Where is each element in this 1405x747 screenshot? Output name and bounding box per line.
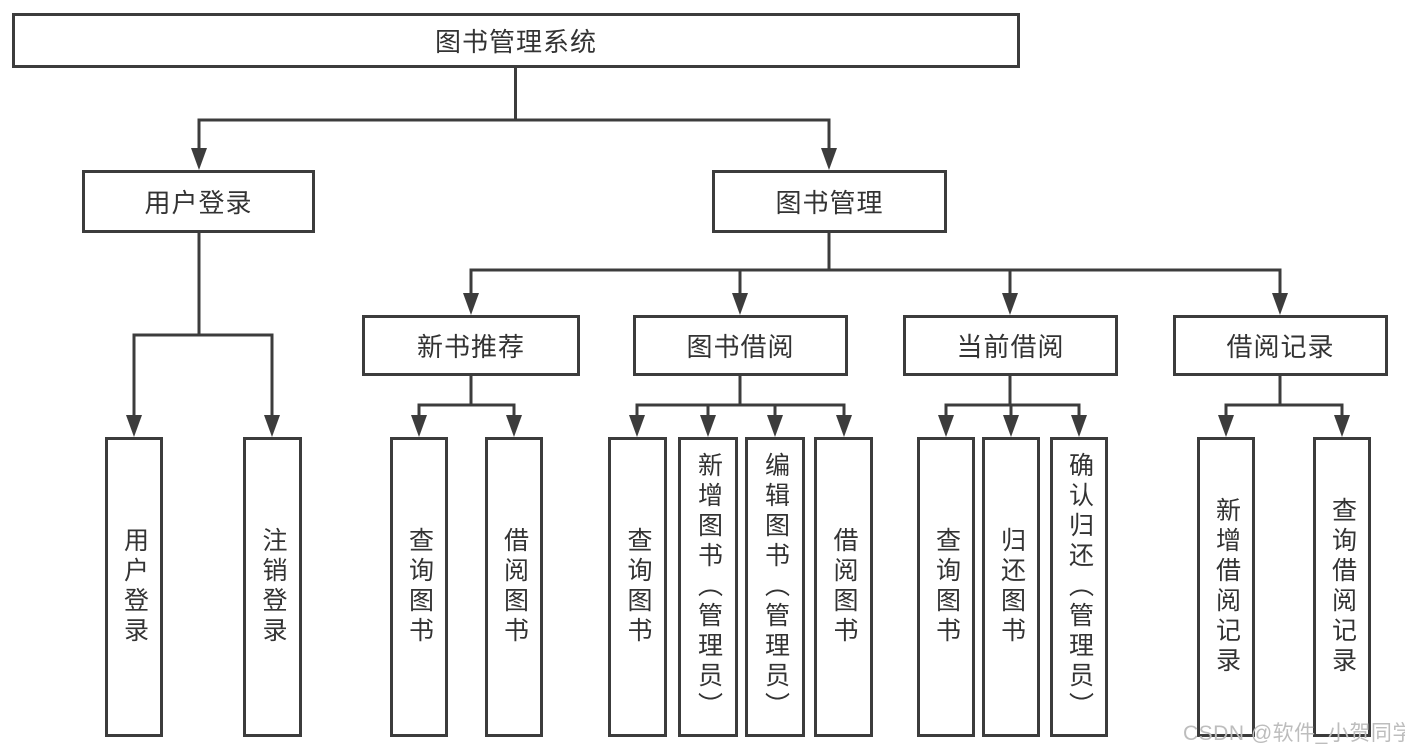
leaf-confirm-return-admin: 确认归还（管理员） [1050, 437, 1108, 737]
node-book-management: 图书管理 [712, 170, 947, 233]
leaf-user-login: 用户登录 [105, 437, 163, 737]
node-label: 用户登录 [120, 527, 149, 647]
node-user-login: 用户登录 [82, 170, 315, 233]
node-label: 查询图书 [405, 527, 434, 647]
node-label: 查询图书 [932, 527, 961, 647]
node-label: 当前借阅 [956, 332, 1065, 362]
node-root: 图书管理系统 [12, 13, 1020, 68]
node-new-book-recommend: 新书推荐 [362, 315, 580, 376]
node-label: 图书借阅 [686, 332, 795, 362]
node-label: 图书管理 [775, 188, 884, 218]
leaf-return-book: 归还图书 [982, 437, 1040, 737]
node-label: 查询图书 [624, 527, 652, 647]
leaf-query-books-current: 查询图书 [917, 437, 975, 737]
node-label: 图书管理系统 [434, 27, 597, 57]
node-borrowing-records: 借阅记录 [1173, 315, 1388, 376]
node-label: 归还图书 [997, 527, 1026, 647]
leaf-query-books-borrowing: 查询图书 [608, 437, 667, 737]
csdn-watermark: CSDN @软件_小贺同学 [1183, 722, 1405, 745]
node-label: 用户登录 [144, 188, 253, 218]
node-label: 编辑图书（管理员） [761, 452, 790, 722]
node-label: 借阅图书 [500, 527, 529, 647]
node-current-borrowing: 当前借阅 [903, 315, 1118, 376]
leaf-query-books-recommend: 查询图书 [390, 437, 448, 737]
leaf-edit-book-admin: 编辑图书（管理员） [745, 437, 805, 737]
node-label: 确认归还（管理员） [1065, 452, 1094, 722]
leaf-add-book-admin: 新增图书（管理员） [678, 437, 738, 737]
node-label: 借阅记录 [1226, 332, 1335, 362]
node-label: 新书推荐 [416, 332, 525, 362]
node-label: 注销登录 [259, 527, 287, 647]
node-label: 新增图书（管理员） [694, 452, 723, 722]
leaf-add-borrow-record: 新增借阅记录 [1197, 437, 1255, 737]
leaf-logout: 注销登录 [243, 437, 302, 737]
node-book-borrowing: 图书借阅 [633, 315, 848, 376]
leaf-borrow-books: 借阅图书 [814, 437, 873, 737]
leaf-query-borrow-record: 查询借阅记录 [1313, 437, 1371, 737]
node-label: 查询借阅记录 [1328, 497, 1357, 677]
leaf-borrow-books-recommend: 借阅图书 [485, 437, 543, 737]
node-label: 新增借阅记录 [1212, 497, 1241, 677]
node-label: 借阅图书 [830, 527, 858, 647]
